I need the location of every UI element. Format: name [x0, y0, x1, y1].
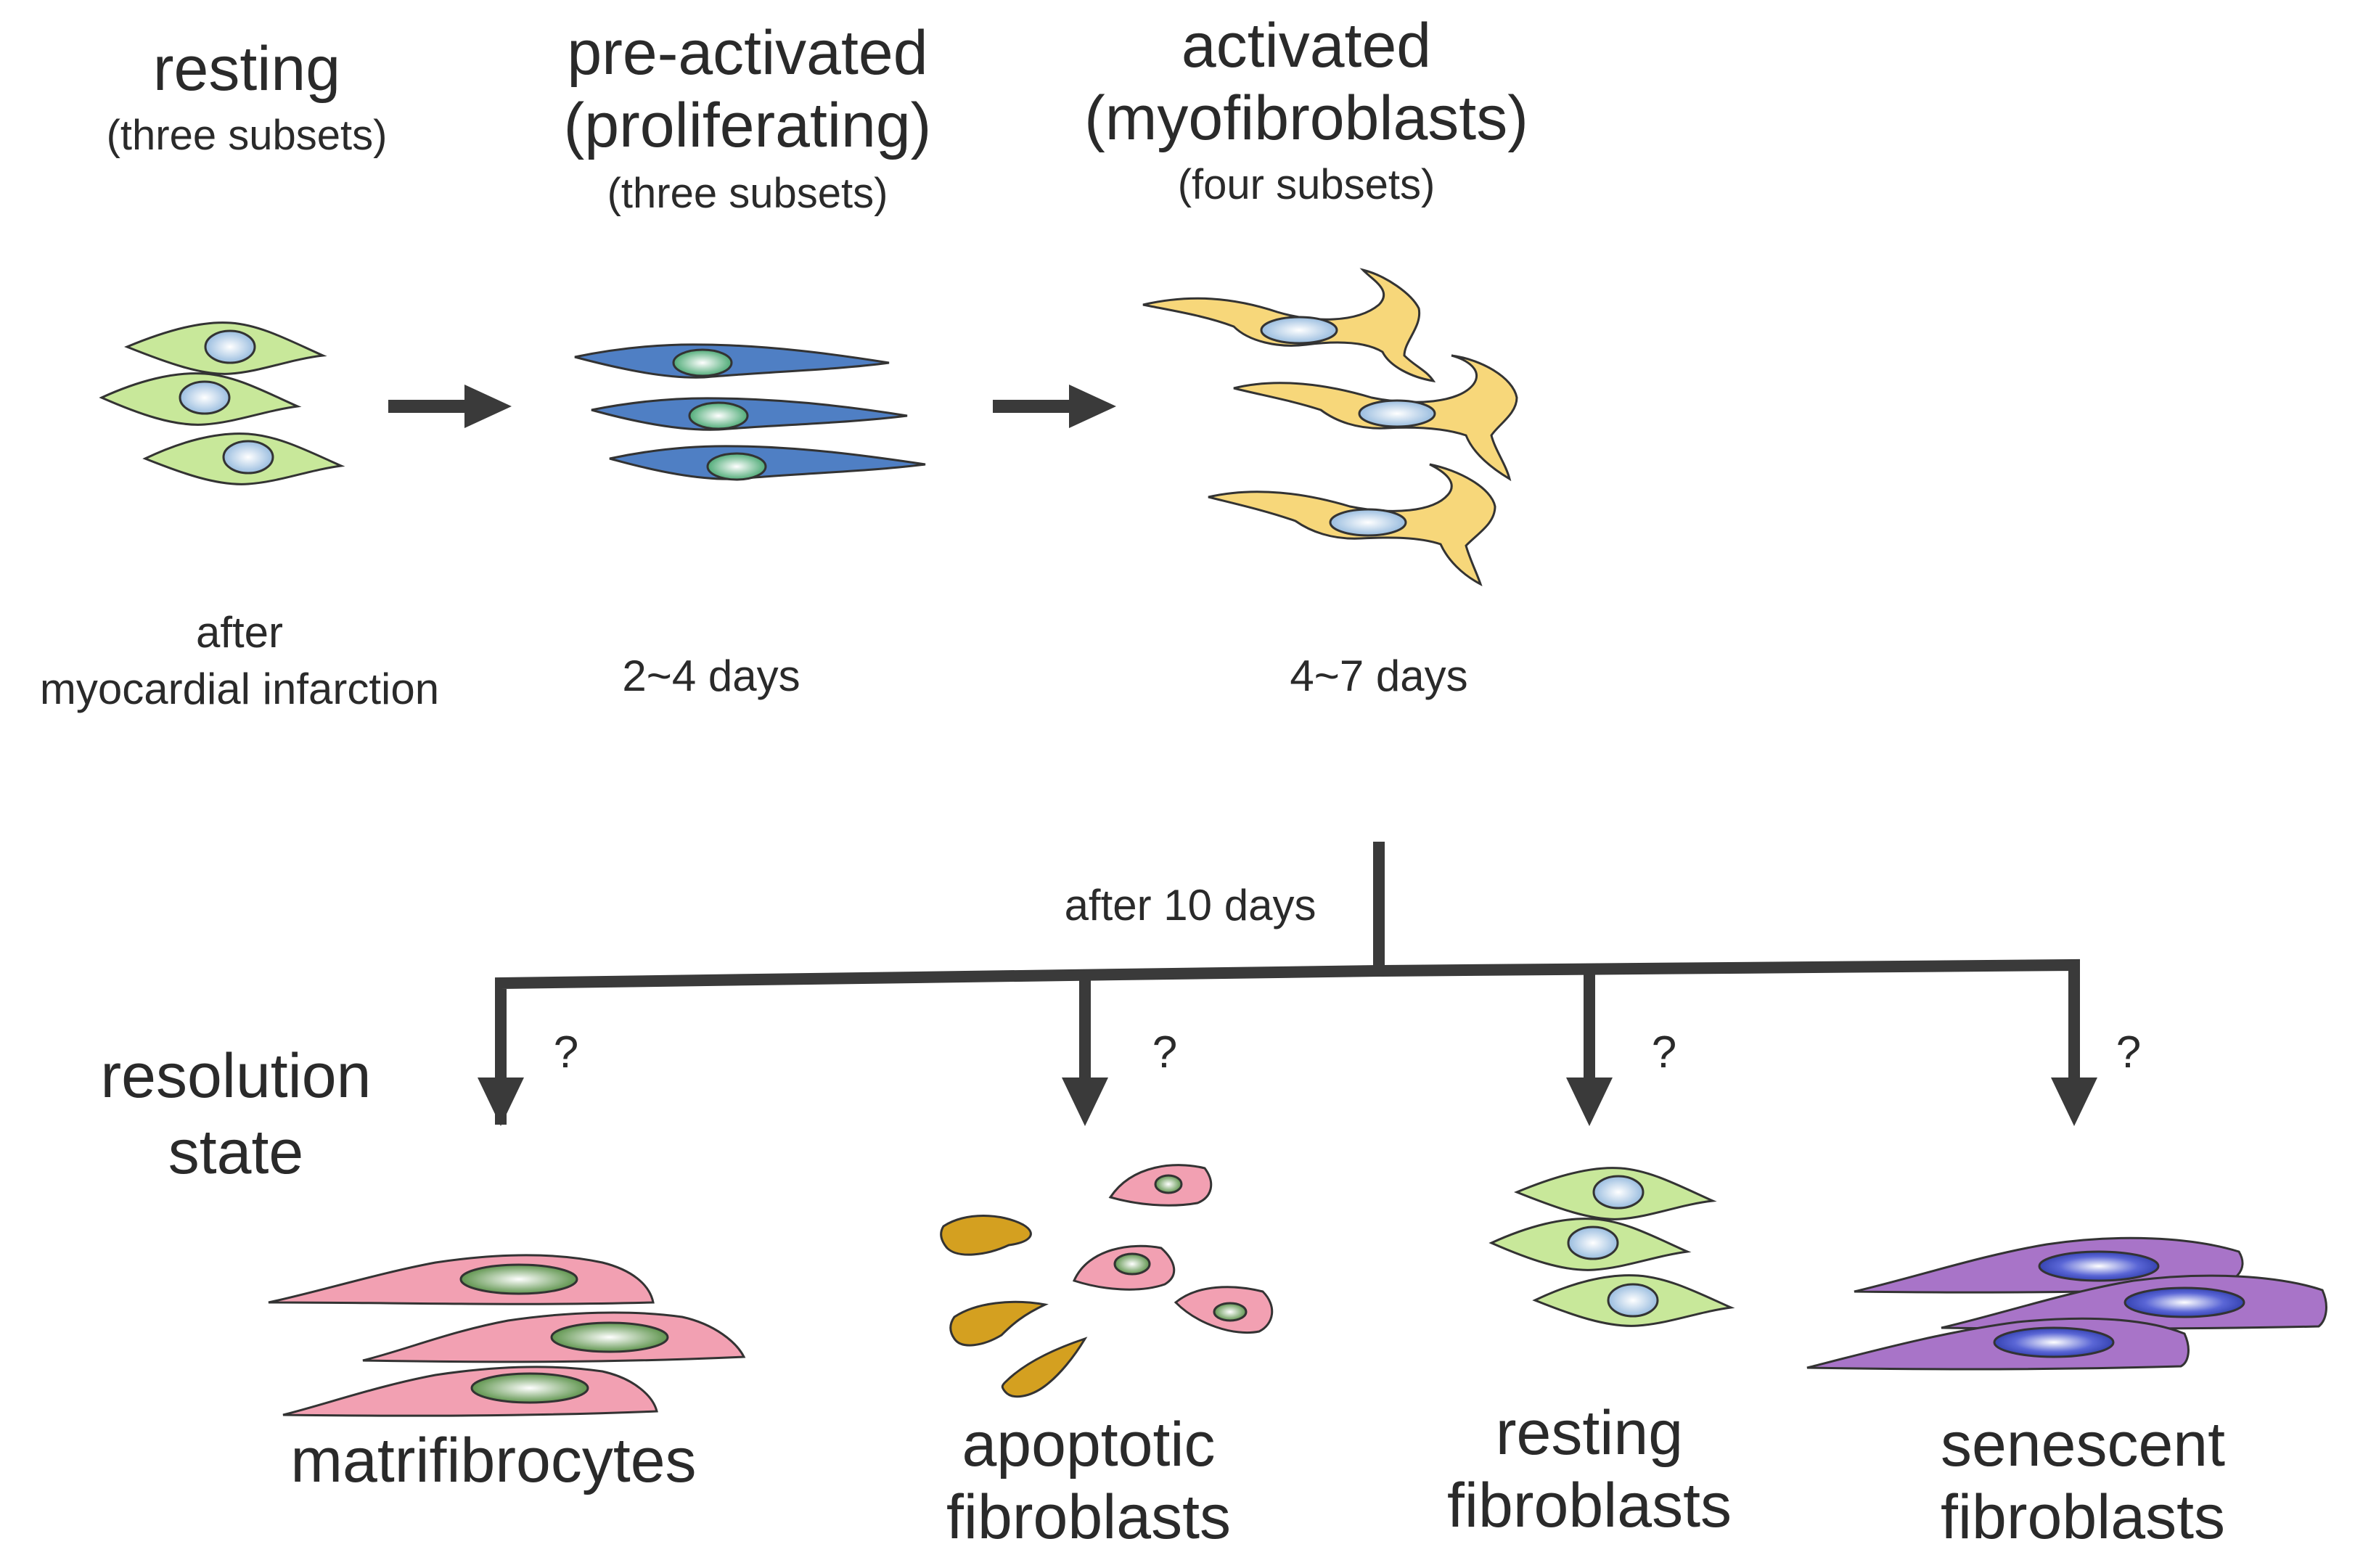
apoptotic-cell [1108, 1164, 1213, 1207]
resting-cell [1532, 1274, 1735, 1327]
apoptotic-cells-group [940, 1164, 1274, 1398]
matrifibrocyte-cell [282, 1366, 658, 1417]
stage-title2-pre-activated: (proliferating) [563, 91, 932, 160]
time-label-2-4-days: 2~4 days [622, 652, 800, 700]
proliferating-cell [609, 445, 926, 481]
time-label-myocardial-infarction: myocardial infarction [39, 665, 440, 713]
resolution-label-line1: resolution [100, 1041, 372, 1111]
time-label-4-7-days: 4~7 days [1290, 652, 1468, 700]
resting-cell [1514, 1167, 1717, 1220]
stage-title-resting: resting [152, 34, 341, 104]
resting-cell [142, 432, 345, 485]
arrow-1 [388, 385, 512, 428]
outcome-label-senescent-fibroblasts: fibroblasts [1941, 1482, 2225, 1552]
apoptotic-cell [1072, 1244, 1176, 1291]
stage-title-pre-activated: pre-activated [567, 18, 928, 88]
apoptotic-cell [1174, 1286, 1274, 1334]
apoptotic-fragment [1001, 1337, 1088, 1398]
stage-title-activated: activated [1181, 11, 1432, 81]
matrifibrocytes-cells-group [268, 1254, 746, 1417]
question-mark: ? [1152, 1027, 1178, 1078]
proliferating-cell [591, 397, 908, 431]
resting-fibroblasts-group [1488, 1167, 1735, 1327]
myofibroblast-cell [1142, 268, 1436, 383]
proliferating-cell [574, 343, 890, 379]
senescent-cell [1806, 1317, 2190, 1371]
question-mark: ? [553, 1027, 579, 1078]
stage-title2-activated: (myofibroblasts) [1084, 83, 1528, 153]
arrowhead-senescent [2051, 1078, 2097, 1126]
arrowhead-resting [1566, 1078, 1613, 1126]
apoptotic-fragment [940, 1215, 1032, 1256]
outcome-label-matrifibrocytes: matrifibrocytes [290, 1426, 697, 1495]
branch-arrowheads [478, 1078, 2097, 1126]
question-mark: ? [1651, 1027, 1677, 1078]
branch-label: after 10 days [1064, 881, 1316, 929]
senescent-cells-group [1806, 1236, 2327, 1371]
arrow-2 [993, 385, 1116, 428]
resting-cell [124, 321, 327, 375]
apoptotic-fragment [949, 1300, 1049, 1347]
myofibroblast-cell [1233, 354, 1518, 482]
resolution-label-line2: state [168, 1117, 304, 1187]
arrowhead-matrifibrocytes [478, 1078, 524, 1126]
time-label-after: after [195, 608, 284, 657]
outcome-label-apoptotic: apoptotic [962, 1410, 1216, 1479]
resting-cell [1488, 1218, 1692, 1271]
resting-cells-group [99, 321, 345, 485]
myofibroblast-cell [1208, 463, 1496, 587]
myofibroblast-cells-group [1142, 268, 1518, 587]
outcome-label-resting: resting [1495, 1398, 1684, 1468]
outcome-label-apoptotic-fibroblasts: fibroblasts [946, 1482, 1231, 1552]
outcome-label-senescent: senescent [1940, 1410, 2226, 1479]
stage-subtitle-resting: (three subsets) [106, 112, 388, 159]
pre-activated-cells-group [574, 343, 926, 481]
outcome-label-resting-fibroblasts: fibroblasts [1447, 1471, 1732, 1540]
arrowhead-apoptotic [1062, 1078, 1108, 1126]
stage-subtitle-activated: (four subsets) [1177, 161, 1436, 208]
stage-subtitle-pre-activated: (three subsets) [607, 170, 888, 217]
question-mark: ? [2116, 1027, 2142, 1078]
branching-tree [495, 842, 2080, 1125]
matrifibrocyte-cell [268, 1254, 655, 1305]
matrifibrocyte-cell [362, 1311, 746, 1363]
resting-cell [99, 372, 302, 426]
